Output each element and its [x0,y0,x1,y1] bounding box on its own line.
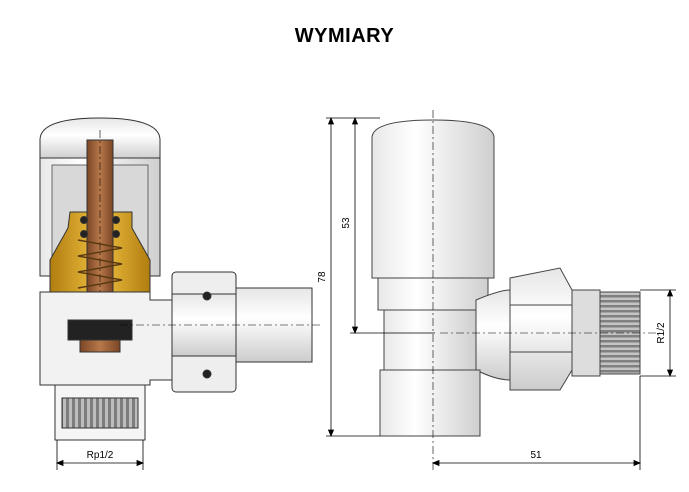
elbow [475,289,511,381]
exterior-view [371,110,660,470]
inlet-tail [379,369,481,437]
inlet-thread [61,397,139,429]
label-width-offset: 51 [530,450,542,461]
o-ring [112,230,120,238]
dim-width-offset [431,376,642,470]
handwheel [371,119,495,279]
label-head-height: 53 [341,217,352,229]
o-ring [80,230,88,238]
label-total-height: 78 [317,271,328,283]
seat-seal [67,319,133,341]
o-ring [80,216,88,224]
dim-head-height [350,116,435,335]
page-title: WYMIARY [294,25,395,47]
label-outlet-thread: R1/2 [656,322,667,344]
spring [77,239,123,289]
section-view [39,117,320,441]
dim-outlet-thread [640,288,676,378]
body-column [383,309,477,371]
union-nut [509,267,573,391]
cap-section [39,117,161,161]
dim-total-height [326,116,380,438]
label-inlet-thread: Rp1/2 [87,450,114,461]
dim-inlet-thread [55,440,145,470]
o-ring [112,216,120,224]
